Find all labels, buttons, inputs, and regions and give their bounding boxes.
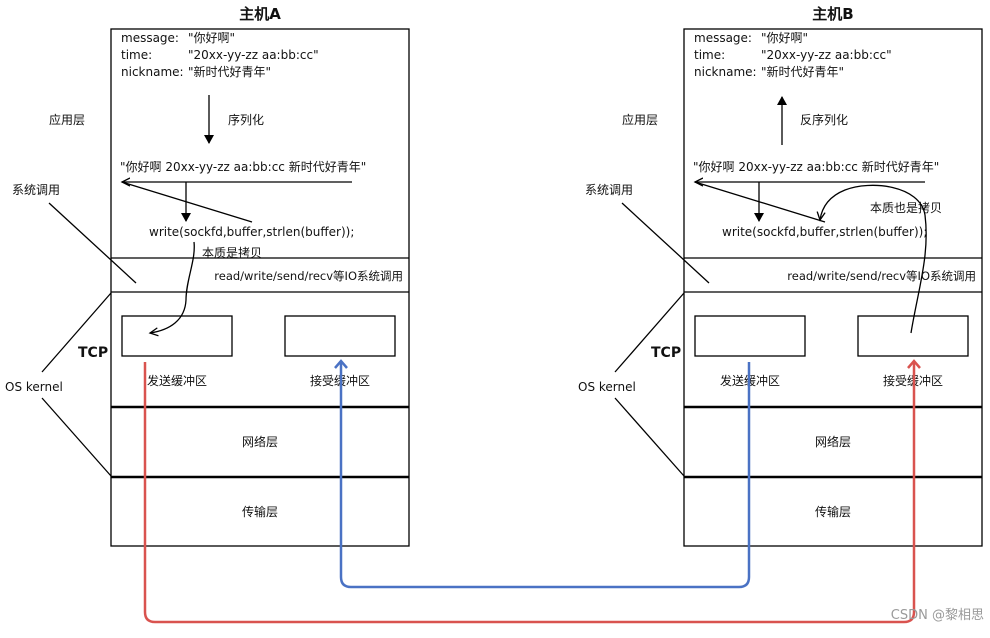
host-b-send-buffer <box>694 315 806 357</box>
host-b-frame <box>683 28 983 547</box>
host-b-title: 主机B <box>812 5 853 23</box>
host-b-kernel-pointer-top <box>614 292 685 373</box>
host-a-frame <box>110 28 410 547</box>
host-b-message-value: "你好啊" <box>761 31 808 45</box>
host-a-kernel-label: OS kernel <box>5 380 63 394</box>
host-a-app-layer-label: 应用层 <box>49 112 85 127</box>
host-b-copy-arrow <box>820 184 927 334</box>
blue-data-path-b-send-to-a-recv <box>334 359 751 589</box>
host-a-serialized-string: "你好啊 20xx-yy-zz aa:bb:cc 新时代好青年" <box>120 159 366 174</box>
host-a-kernel-pointer-bottom <box>41 397 112 477</box>
host-b-time-value: "20xx-yy-zz aa:bb:cc" <box>761 48 892 62</box>
host-b-syscall-bar: read/write/send/recv等IO系统调用 <box>787 269 976 283</box>
host-b-write-call: write(sockfd,buffer,strlen(buffer)); <box>722 225 927 239</box>
host-a-tcp-label: TCP <box>78 345 108 361</box>
host-b-tcp-label: TCP <box>651 345 681 361</box>
host-a-syscall-pointer <box>48 202 137 284</box>
host-a-recv-buffer <box>284 315 396 357</box>
host-b: 主机B message: "你好啊" time: "20xx-yy-zz aa:… <box>578 5 983 547</box>
host-a-message-key: message: <box>121 31 179 45</box>
watermark: CSDN @黎相思 <box>891 608 984 623</box>
host-a-send-buffer <box>121 315 233 357</box>
host-b-recv-buffer <box>857 315 969 357</box>
host-a-time-key: time: <box>121 48 152 62</box>
host-b-nickname-value: "新时代好青年" <box>761 64 844 79</box>
host-b-kernel-label: OS kernel <box>578 380 636 394</box>
host-b-message-key: message: <box>694 31 752 45</box>
host-b-kernel-pointer-bottom <box>614 397 685 477</box>
host-b-deserialize-label: 反序列化 <box>800 112 848 127</box>
host-b-syscall-pointer <box>621 202 710 284</box>
host-a-title: 主机A <box>239 5 281 23</box>
host-a-syscall-bar: read/write/send/recv等IO系统调用 <box>214 269 403 283</box>
host-b-diagonal-line <box>694 181 826 223</box>
host-a-kernel-pointer-top <box>41 292 112 373</box>
host-a-time-value: "20xx-yy-zz aa:bb:cc" <box>188 48 319 62</box>
host-a-network-layer: 网络层 <box>242 434 278 449</box>
host-b-app-layer-label: 应用层 <box>622 112 658 127</box>
host-b-transport-layer: 传输层 <box>815 504 851 519</box>
host-a-send-buffer-label: 发送缓冲区 <box>147 373 207 388</box>
host-a-transport-layer: 传输层 <box>242 504 278 519</box>
host-b-time-key: time: <box>694 48 725 62</box>
host-a: 主机A message: "你好啊" time: "20xx-yy-zz aa:… <box>5 5 410 547</box>
host-a-message-value: "你好啊" <box>188 31 235 45</box>
host-b-copy-note: 本质也是拷贝 <box>870 200 942 215</box>
host-a-nickname-key: nickname: <box>121 65 184 79</box>
host-a-copy-arrow <box>150 241 195 333</box>
host-a-syscall-label: 系统调用 <box>12 183 60 197</box>
host-a-copy-note: 本质是拷贝 <box>202 245 262 260</box>
host-b-nickname-key: nickname: <box>694 65 757 79</box>
host-b-serialized-string: "你好啊 20xx-yy-zz aa:bb:cc 新时代好青年" <box>693 159 939 174</box>
host-b-network-layer: 网络层 <box>815 434 851 449</box>
host-a-serialize-label: 序列化 <box>228 112 264 127</box>
host-a-nickname-value: "新时代好青年" <box>188 64 271 79</box>
host-b-syscall-label: 系统调用 <box>585 183 633 197</box>
red-data-path-a-send-to-b-recv <box>143 359 921 624</box>
host-a-write-call: write(sockfd,buffer,strlen(buffer)); <box>149 225 354 239</box>
host-a-diagonal-line <box>121 181 253 223</box>
